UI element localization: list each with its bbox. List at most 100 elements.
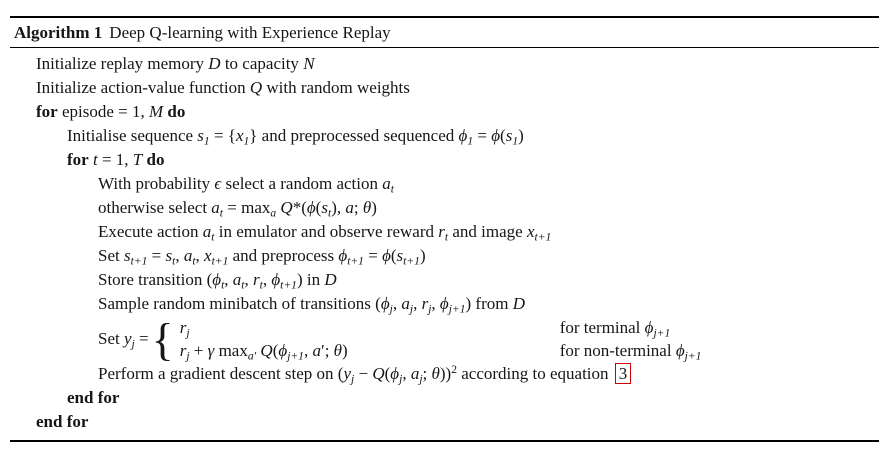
code-segment: ,	[402, 364, 411, 383]
code-segment: ))	[439, 364, 452, 383]
code-segment: ;	[422, 364, 432, 383]
code-segment: j	[419, 372, 423, 386]
code-segment: Initialize replay memory	[36, 54, 209, 73]
code-segment: t	[211, 230, 215, 244]
algorithm-line: Sample random minibatch of transitions (…	[10, 292, 879, 316]
cases-left: rj + γ maxa′ Q(ϕj+1, a′; θ)	[180, 339, 560, 362]
code-segment: ,	[262, 270, 272, 289]
code-segment: for terminal	[559, 318, 645, 337]
code-segment: Perform a gradient descent step on (	[98, 364, 344, 383]
code-segment: ,	[224, 270, 233, 289]
code-segment: t+1	[347, 254, 364, 268]
code-segment: ,	[175, 246, 184, 265]
code-segment: ϕ	[306, 198, 316, 217]
code-segment: *(	[292, 198, 307, 217]
code-segment: ϕ	[338, 246, 348, 265]
code-segment: Q	[280, 198, 293, 217]
code-segment: t	[241, 278, 245, 292]
code-segment: select a random action	[221, 174, 383, 193]
code-segment: Store transition (	[98, 270, 213, 289]
code-segment: t	[390, 182, 394, 196]
algorithm-line: Set st+1 = st, at, xt+1 and preprocess ϕ…	[10, 244, 879, 268]
code-segment: j	[186, 326, 190, 340]
header-rule	[10, 47, 879, 48]
algorithm-line: end for	[10, 386, 879, 410]
code-segment: j	[399, 372, 403, 386]
code-segment: } and preprocessed sequenced	[249, 126, 459, 145]
code-segment: = {	[209, 126, 236, 145]
code-segment: a	[345, 198, 354, 217]
code-segment: j+1	[684, 349, 702, 363]
code-segment: r	[438, 222, 445, 241]
code-segment: ′;	[320, 341, 334, 360]
code-segment: (	[315, 198, 322, 217]
code-segment: a	[183, 246, 193, 265]
code-segment: a	[410, 364, 420, 383]
code-segment: )	[371, 198, 377, 217]
code-segment: y	[123, 329, 132, 348]
code-segment: Set	[98, 246, 124, 265]
code-segment: M	[149, 102, 164, 121]
code-segment: ϕ	[278, 341, 288, 360]
code-segment: s	[123, 246, 131, 265]
algorithm-line: With probability ϵ select a random actio…	[10, 172, 879, 196]
code-segment: =	[473, 126, 492, 145]
code-segment: and preprocess	[228, 246, 339, 265]
code-segment: 1	[203, 134, 210, 148]
cases-right: for non-terminal ϕj+1	[560, 339, 702, 362]
code-segment: ;	[353, 198, 363, 217]
equation-ref-link[interactable]: 3	[614, 363, 632, 384]
code-segment: ϕ	[644, 318, 654, 337]
algorithm-line: Initialise sequence s1 = {x1} and prepro…	[10, 124, 879, 148]
code-segment: episode = 1,	[57, 102, 149, 121]
code-segment: t	[92, 150, 98, 169]
code-segment: θ	[431, 364, 440, 383]
code-segment: =	[363, 246, 383, 265]
code-segment: r	[421, 294, 429, 313]
code-segment: ) from	[465, 294, 513, 313]
code-segment: )	[419, 246, 426, 265]
code-segment: in emulator and observe reward	[214, 222, 439, 241]
code-segment: t	[221, 278, 225, 292]
code-segment: N	[303, 54, 315, 73]
code-segment: D	[324, 270, 337, 289]
code-segment: Initialize action-value function	[36, 78, 250, 97]
code-segment: end for	[67, 388, 120, 407]
code-segment: a′	[247, 349, 257, 363]
code-segment: a	[211, 198, 220, 217]
code-segment: )	[518, 126, 524, 145]
code-segment: Initialise sequence	[67, 126, 198, 145]
code-segment: j	[131, 337, 135, 351]
code-segment: 1	[243, 134, 250, 148]
code-segment: t+1	[403, 254, 420, 268]
code-segment: a	[202, 222, 212, 241]
algorithm-line: Execute action at in emulator and observ…	[10, 220, 879, 244]
code-segment: a	[270, 206, 277, 220]
algorithm-line: Perform a gradient descent step on (yj −…	[10, 362, 879, 386]
code-segment: 1	[467, 134, 474, 148]
code-segment: ,	[413, 294, 422, 313]
algorithm-body: Initialize replay memory D to capacity N…	[10, 48, 879, 440]
code-segment: t+1	[280, 278, 297, 292]
code-segment: ϕ	[271, 270, 281, 289]
code-segment: s	[396, 246, 404, 265]
code-segment: t	[192, 254, 196, 268]
code-segment: ϕ	[491, 126, 501, 145]
algorithm-line: Initialize replay memory D to capacity N	[10, 52, 879, 76]
code-segment: Q	[249, 78, 263, 97]
code-segment: ,	[392, 294, 402, 313]
code-segment: ϕ	[380, 294, 390, 313]
code-segment: ϕ	[212, 270, 222, 289]
code-segment: do	[146, 150, 165, 169]
code-segment: θ	[362, 198, 372, 217]
code-segment: t	[444, 230, 449, 244]
code-segment: j+1	[653, 326, 671, 340]
algorithm-line: end for	[10, 410, 879, 434]
code-segment: ,	[303, 341, 313, 360]
algorithm-line: Store transition (ϕt, at, rt, ϕt+1) in D	[10, 268, 879, 292]
code-segment: −	[354, 364, 373, 383]
